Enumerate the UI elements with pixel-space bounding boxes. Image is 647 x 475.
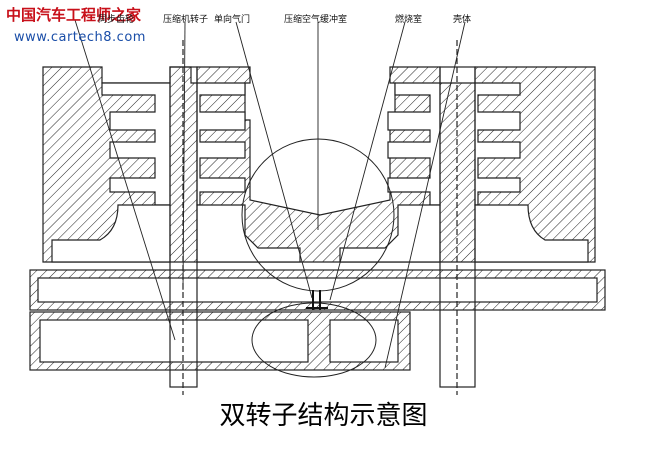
label-combustion-chamber: 燃烧室 [395, 15, 423, 25]
watermark-url: www.cartech8.com [14, 30, 146, 45]
label-housing: 壳体 [453, 15, 472, 25]
label-check-valve: 单向气门 [214, 15, 251, 25]
label-rotor-disc: 同步齿轮 [98, 15, 135, 25]
lower-housing [29, 311, 411, 371]
check-valve [306, 290, 328, 310]
watermark-site-name: 中国汽车工程师之家 [6, 6, 142, 24]
label-compressor-rotor: 压缩机转子 [163, 15, 209, 25]
right-rotor-cavity [339, 82, 589, 263]
diagram-caption: 双转子结构示意图 [219, 401, 428, 431]
left-rotor-cavity [51, 82, 301, 263]
middle-plate [29, 269, 606, 311]
leader-lines [74, 19, 466, 369]
label-buffer-chamber: 压缩空气缓冲室 [284, 15, 348, 25]
shafts [169, 40, 476, 395]
